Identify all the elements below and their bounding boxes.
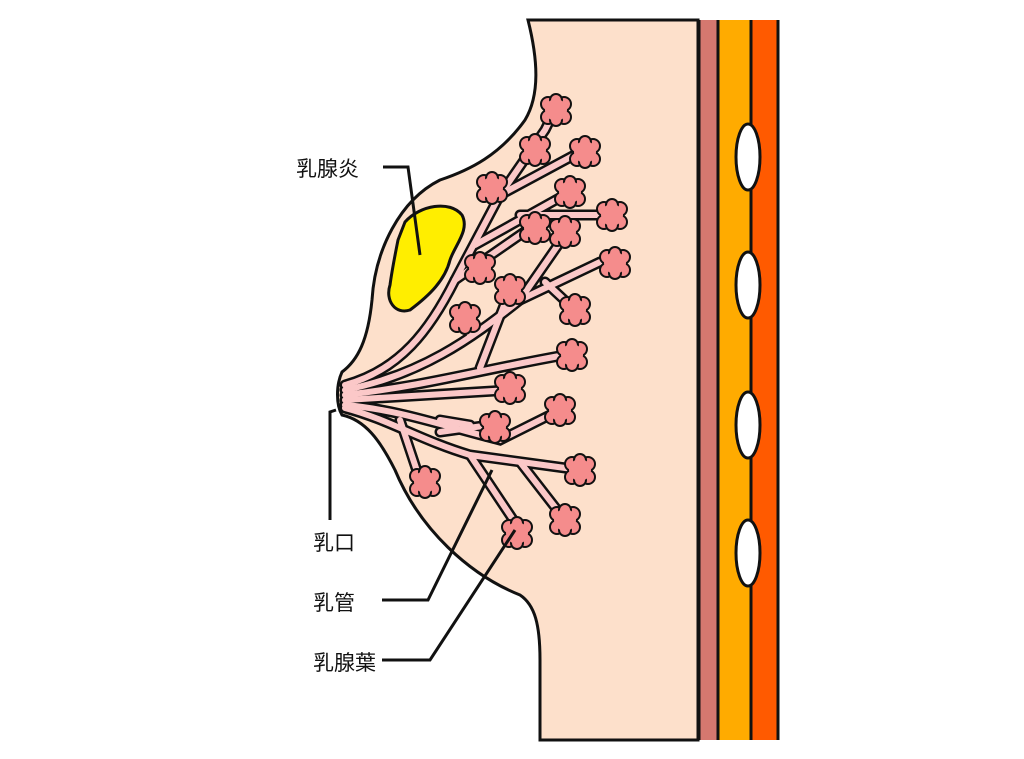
lobule: [599, 246, 631, 280]
leader-milk-duct: [382, 469, 494, 602]
label-milk-duct: 乳管: [313, 591, 355, 615]
ribs: [734, 122, 762, 588]
lobule: [540, 93, 572, 127]
lobule: [549, 215, 581, 249]
leader-mammary-lobe: [382, 529, 517, 662]
rib: [734, 250, 762, 320]
mastitis-area: [387, 204, 466, 313]
chest-wall-layer: [752, 20, 777, 740]
duct: [342, 259, 603, 393]
leader-mastitis: [383, 165, 422, 256]
lobule: [564, 453, 596, 487]
lobule: [449, 301, 481, 335]
lobule: [554, 175, 586, 209]
rib: [734, 518, 762, 588]
lobule: [501, 516, 533, 550]
lobule: [464, 251, 496, 285]
lobule: [556, 338, 588, 372]
rib: [734, 390, 762, 460]
lobules: [409, 93, 631, 550]
lobule: [596, 198, 628, 232]
lobule: [519, 133, 551, 167]
lobule: [494, 273, 526, 307]
lobule: [544, 393, 576, 427]
lobule: [476, 171, 508, 205]
label-nipple-opening: 乳口: [313, 531, 355, 555]
label-mammary-lobe: 乳腺葉: [313, 651, 376, 675]
duct: [467, 452, 523, 533]
lobule: [479, 410, 511, 444]
label-mastitis: 乳腺炎: [296, 157, 359, 181]
lobule: [559, 293, 591, 327]
duct: [497, 149, 583, 198]
lobule: [519, 211, 551, 245]
duct: [342, 387, 513, 403]
lobule: [549, 503, 581, 537]
leader-nipple-opening: [328, 408, 337, 520]
lobule: [409, 465, 441, 499]
lobule: [569, 135, 601, 169]
duct: [342, 352, 568, 398]
lobule: [494, 371, 526, 405]
rib: [734, 122, 762, 192]
duct: [437, 417, 473, 428]
duct: [342, 405, 583, 473]
muscle-layer: [700, 20, 717, 740]
